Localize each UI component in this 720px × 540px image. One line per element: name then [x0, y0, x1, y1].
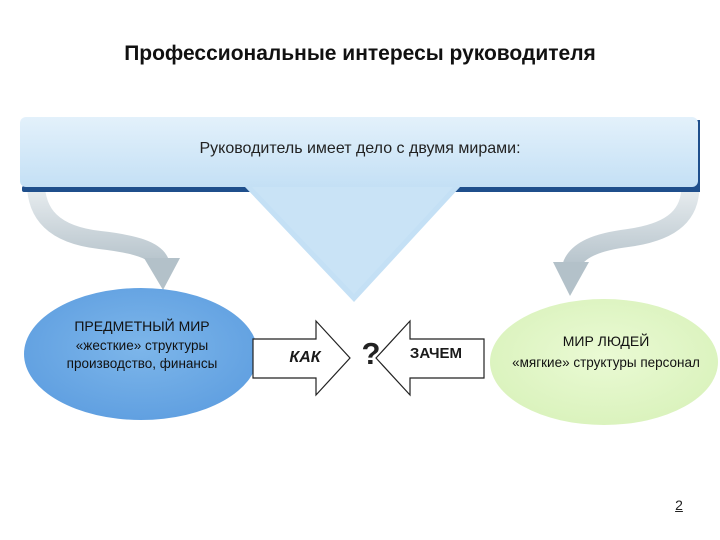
slide-title: Профессиональные интересы руководителя [124, 42, 596, 65]
right-curved-arrow [553, 169, 700, 296]
right-world-ellipse [490, 299, 718, 425]
right-world-title: МИР ЛЮДЕЙ [562, 333, 650, 349]
banner-text: Руководитель имеет дело с двумя мирами: [199, 140, 521, 157]
left-world-subtitle: «жесткие» структуры производство, финанс… [66, 338, 218, 371]
how-label: КАК [289, 349, 321, 366]
left-curved-arrow [26, 169, 180, 290]
page-number: 2 [675, 497, 683, 513]
why-arrow [375, 319, 485, 397]
left-world-title: ПРЕДМЕТНЫЙ МИР [74, 318, 210, 334]
left-world-ellipse [24, 288, 258, 420]
how-arrow [252, 319, 351, 397]
banner-callout [20, 117, 700, 302]
why-label: ЗАЧЕМ [409, 345, 463, 362]
question-mark: ? [361, 336, 381, 371]
right-world-subtitle: «мягкие» структуры персонал [512, 355, 700, 370]
